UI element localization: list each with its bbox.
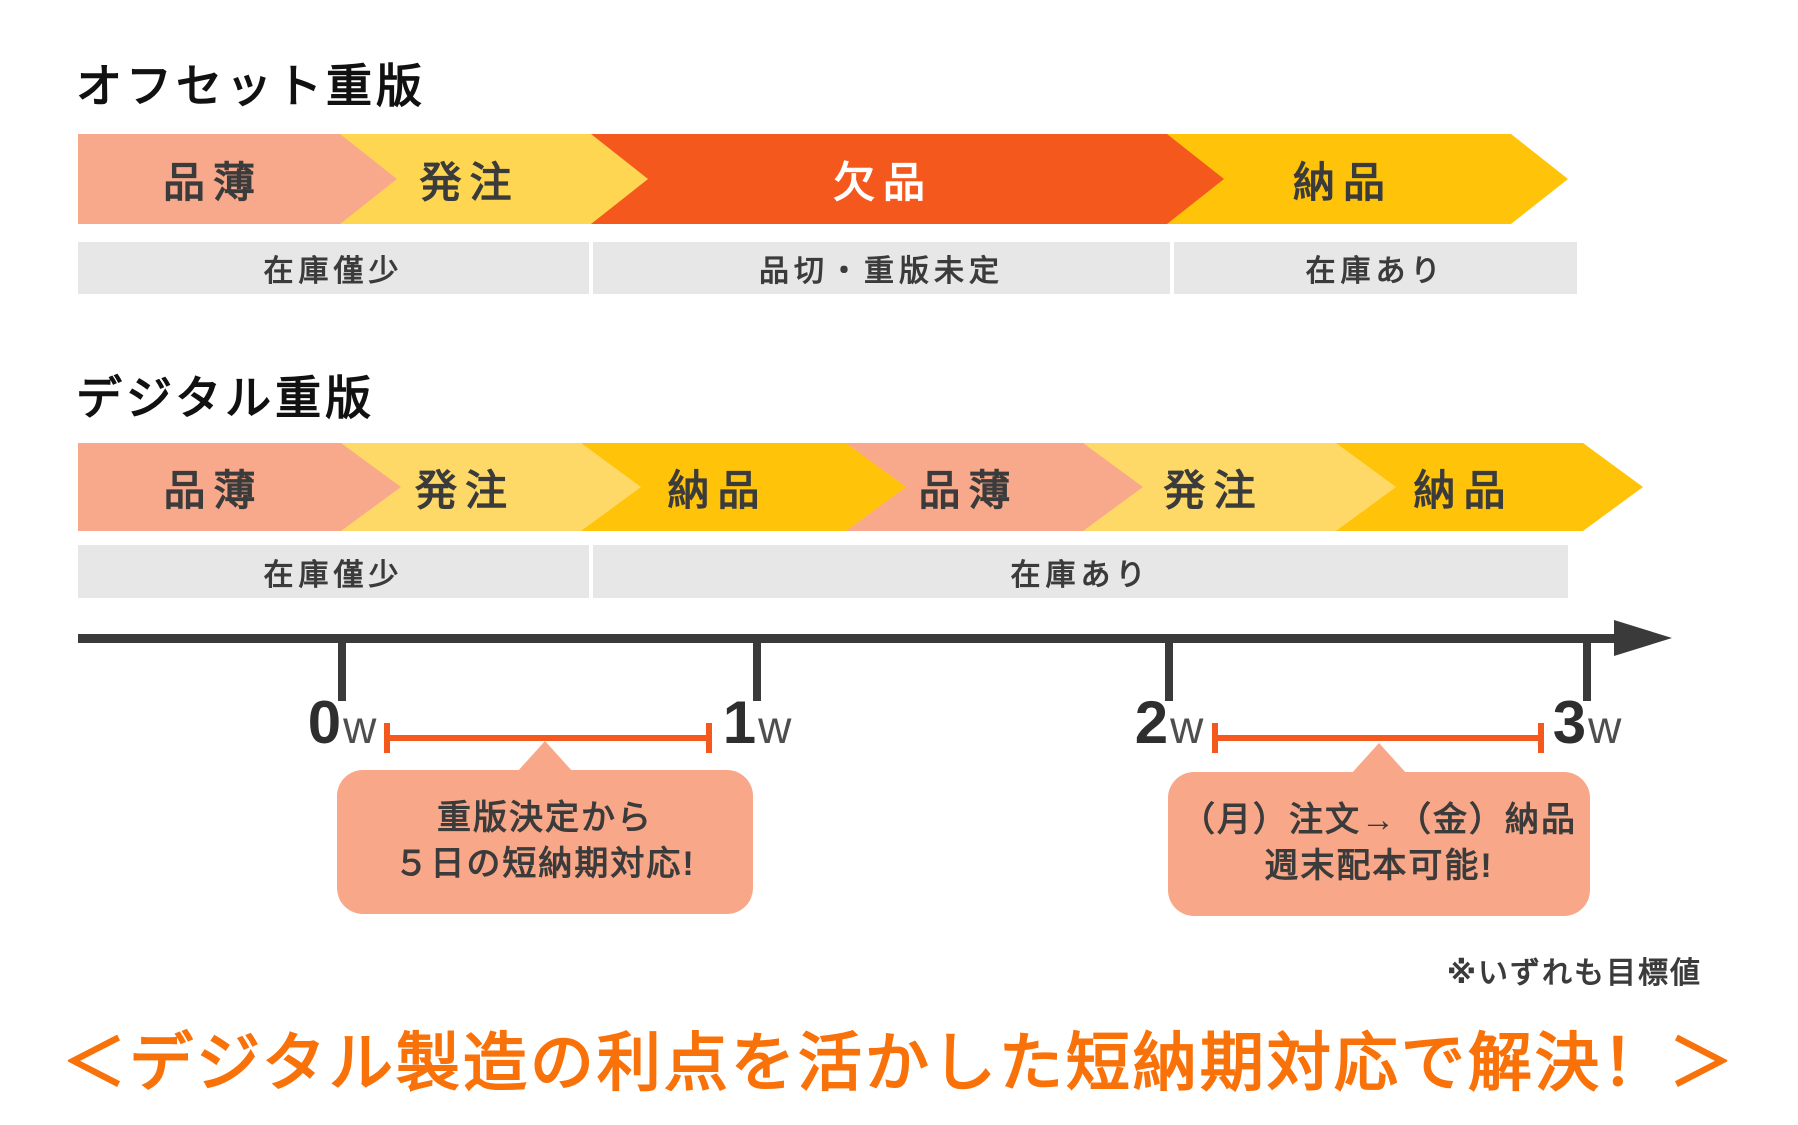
- axis-label-number: 3: [1552, 689, 1587, 756]
- axis-label-number: 1: [722, 689, 757, 756]
- axis-tick-1w: [753, 641, 761, 701]
- status-cell-在庫僅少: 在庫僅少: [78, 242, 589, 294]
- callout-line: ５日の短納期対応!: [394, 845, 696, 883]
- bottom-headline: ＜デジタル製造の利点を活かした短納期対応で解決！＞: [62, 1027, 1736, 1099]
- flow-segment-label: 納品: [1292, 158, 1393, 206]
- axis-tick-0w: [338, 641, 346, 701]
- flow-segment-label: 納品: [667, 466, 768, 514]
- flow-segment-label: 品薄: [918, 466, 1019, 514]
- status-label: 在庫あり: [1010, 558, 1151, 592]
- flow-segment-label: 発注: [1163, 466, 1264, 514]
- flow-segment-label: 発注: [419, 158, 520, 206]
- digital-flow-arrow-row: 品薄 発注 納品 品薄 発注 納品: [0, 443, 1798, 531]
- callout-line: （月）注文→（金）納品: [1181, 801, 1577, 840]
- range-line-2w-3w: [1212, 723, 1544, 753]
- callout-line: 重版決定から: [437, 799, 653, 838]
- status-cell-在庫あり: 在庫あり: [593, 545, 1568, 598]
- flow-segment-label: 発注: [414, 466, 515, 514]
- section-title-offset-reprint: オフセット重版: [76, 60, 426, 112]
- callout-bubble-5-day-turnaround: 重版決定から ５日の短納期対応!: [337, 741, 753, 914]
- flow-segment-label: 品薄: [162, 158, 263, 206]
- digital-status-bar-row: 在庫僅少 在庫あり: [0, 545, 1798, 598]
- axis-label-number: 2: [1134, 689, 1169, 756]
- axis-label-unit: w: [1170, 701, 1204, 753]
- axis-label-unit: w: [1588, 701, 1622, 753]
- status-label: 在庫僅少: [263, 558, 404, 592]
- status-label: 品切・重版未定: [759, 255, 1004, 288]
- axis-label-number: 0: [307, 689, 342, 756]
- flow-segment-label: 欠品: [832, 158, 933, 206]
- flow-segment-欠品: 欠品: [591, 134, 1224, 224]
- timeline-axis-line: [78, 634, 1616, 643]
- flow-segment-label: 品薄: [163, 466, 264, 514]
- status-cell-在庫あり: 在庫あり: [1174, 242, 1577, 294]
- status-label: 在庫あり: [1305, 255, 1446, 288]
- axis-tick-3w: [1583, 641, 1591, 701]
- axis-label-unit: w: [758, 701, 792, 753]
- flow-segment-品薄: 品薄: [846, 443, 1143, 531]
- flow-segment-品薄: 品薄: [78, 134, 397, 224]
- status-cell-品切・重版未定: 品切・重版未定: [593, 242, 1170, 294]
- axis-label-unit: w: [343, 701, 377, 753]
- offset-status-bar-row: 在庫僅少 品切・重版未定 在庫あり: [0, 242, 1798, 294]
- flow-segment-品薄: 品薄: [78, 443, 401, 531]
- flow-segment-納品: 納品: [1167, 134, 1568, 224]
- axis-tick-2w: [1165, 641, 1173, 701]
- timeline-axis-arrowhead-icon: [1614, 620, 1672, 656]
- section-title-digital-reprint: デジタル重版: [76, 372, 376, 424]
- range-line-0w-1w: [384, 723, 712, 753]
- callout-bubble-weekend-delivery: （月）注文→（金）納品 週末配本可能!: [1168, 743, 1590, 916]
- flow-segment-label: 納品: [1413, 466, 1514, 514]
- status-cell-在庫僅少: 在庫僅少: [78, 545, 589, 598]
- target-values-footnote: ※いずれも目標値: [1446, 957, 1702, 990]
- callout-line: 週末配本可能!: [1264, 847, 1494, 885]
- status-label: 在庫僅少: [263, 255, 404, 288]
- bubble-pointer-icon: [1351, 743, 1407, 774]
- bubble-pointer-icon: [517, 741, 573, 772]
- offset-flow-arrow-row: 品薄 発注 欠品 納品: [0, 134, 1798, 224]
